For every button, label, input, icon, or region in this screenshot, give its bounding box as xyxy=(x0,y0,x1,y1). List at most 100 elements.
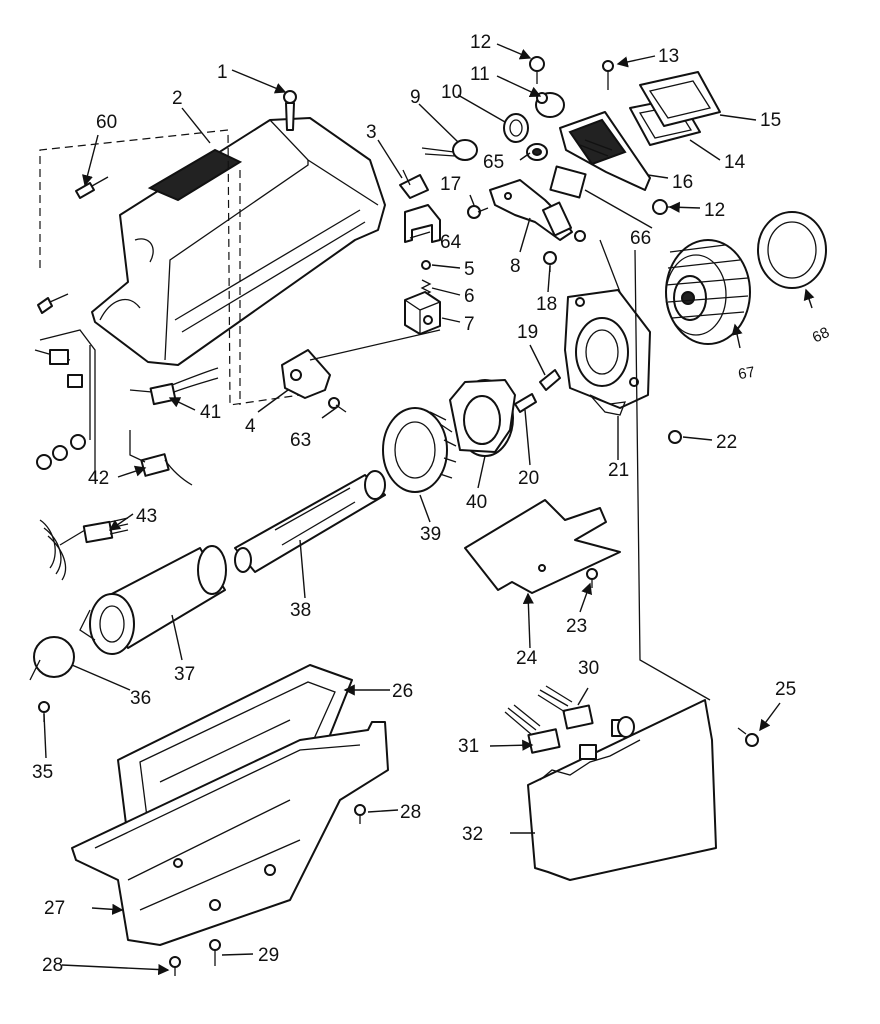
callout-1: 1 xyxy=(217,62,228,83)
callout-24: 24 xyxy=(516,648,538,669)
block-part-7 xyxy=(404,291,441,335)
housing-hidden-outline xyxy=(39,129,301,406)
callout-10: 10 xyxy=(441,82,462,103)
callout-12-top: 12 xyxy=(470,32,491,53)
callout-6: 6 xyxy=(464,286,475,307)
callout-12-right: 12 xyxy=(704,200,725,221)
callout-13: 13 xyxy=(658,46,679,67)
housing-part xyxy=(91,117,386,366)
callout-27: 27 xyxy=(44,898,65,919)
cap-part-36 xyxy=(29,636,75,681)
screw-part-28-right xyxy=(354,804,366,824)
callout-63: 63 xyxy=(290,430,311,451)
callout-17: 17 xyxy=(440,174,461,195)
callout-41: 41 xyxy=(200,402,221,423)
left-wiring-panel xyxy=(34,329,96,480)
ring-part-10 xyxy=(503,113,529,143)
screw-part-17 xyxy=(467,205,489,219)
callout-42: 42 xyxy=(88,468,109,489)
knob-part-11 xyxy=(535,92,565,118)
callout-38: 38 xyxy=(290,600,311,621)
screw-part-1 xyxy=(283,90,297,131)
callout-35: 35 xyxy=(32,762,53,783)
screw-part-60 xyxy=(75,176,109,199)
callout-28-bottom: 28 xyxy=(42,955,63,976)
callout-60: 60 xyxy=(96,112,117,133)
screw-left-edge xyxy=(37,293,69,314)
screw-part-20 xyxy=(514,393,537,413)
pin-part-3 xyxy=(399,169,429,199)
ring-part-68 xyxy=(757,211,827,289)
bracket-plate-part-24 xyxy=(464,499,621,594)
callout-32: 32 xyxy=(462,824,483,845)
lens-part-15 xyxy=(639,71,721,127)
connector-part-42 xyxy=(129,430,193,486)
leader-lines xyxy=(43,43,815,976)
connector-part-31 xyxy=(504,704,561,754)
callout-37: 37 xyxy=(174,664,195,685)
assembly-line-switch xyxy=(309,329,441,361)
callout-28-right: 28 xyxy=(400,802,421,823)
fan-part-67 xyxy=(665,239,751,345)
callout-2: 2 xyxy=(172,88,183,109)
screw-part-25 xyxy=(737,727,759,747)
pin-part-13 xyxy=(602,60,614,90)
circuit-board-part-32 xyxy=(527,699,717,881)
callout-19: 19 xyxy=(517,322,538,343)
callout-8: 8 xyxy=(510,256,521,277)
bracket-part-4 xyxy=(281,349,331,399)
callout-23: 23 xyxy=(566,616,587,637)
switch-part-9 xyxy=(421,139,478,161)
callout-25: 25 xyxy=(775,679,796,700)
callout-64: 64 xyxy=(440,232,462,253)
callout-67: 67 xyxy=(737,364,756,384)
gear-ring-part-39 xyxy=(382,407,457,493)
callout-labels: 1 2 60 3 9 10 11 12 13 15 14 65 16 17 12… xyxy=(32,32,832,976)
callout-11: 11 xyxy=(470,64,490,85)
callout-43: 43 xyxy=(136,506,157,527)
callout-36: 36 xyxy=(130,688,151,709)
callout-14: 14 xyxy=(724,152,746,173)
callout-16: 16 xyxy=(672,172,693,193)
screw-part-12-top xyxy=(529,56,545,84)
callout-65: 65 xyxy=(483,152,504,173)
callout-31: 31 xyxy=(458,736,479,757)
clip-part-64 xyxy=(404,204,441,243)
screw-part-63 xyxy=(328,397,347,413)
callout-5: 5 xyxy=(464,259,475,280)
callout-30: 30 xyxy=(578,658,599,679)
nut-part-65 xyxy=(526,143,548,161)
motor-part-37 xyxy=(79,545,227,655)
callout-26: 26 xyxy=(392,681,413,702)
callout-39: 39 xyxy=(420,524,441,545)
bearing-housing-part-40 xyxy=(449,379,516,457)
callout-9: 9 xyxy=(410,87,421,108)
callout-29: 29 xyxy=(258,945,279,966)
callout-7: 7 xyxy=(464,314,475,335)
callout-66: 66 xyxy=(630,228,651,249)
callout-18: 18 xyxy=(536,294,557,315)
screw-part-29 xyxy=(209,939,221,966)
callout-3: 3 xyxy=(366,122,377,143)
callout-40: 40 xyxy=(466,492,487,513)
callout-21: 21 xyxy=(608,460,629,481)
bracket-part-8 xyxy=(489,179,586,242)
callout-22: 22 xyxy=(716,432,737,453)
motor-mount-part-21 xyxy=(564,289,651,416)
nut-part-22 xyxy=(668,430,682,444)
callout-20: 20 xyxy=(518,468,539,489)
callout-4: 4 xyxy=(245,416,256,437)
screw-part-23 xyxy=(586,568,598,588)
base-part-27 xyxy=(71,721,389,946)
callout-15: 15 xyxy=(760,110,781,131)
ball-part-5 xyxy=(421,260,431,270)
connector-part-41 xyxy=(129,367,219,406)
callout-68: 68 xyxy=(810,324,832,346)
plate-part-66 xyxy=(549,165,587,199)
assembly-line-board xyxy=(634,249,711,701)
screw-part-35 xyxy=(38,701,50,722)
cover-part-16 xyxy=(559,111,651,191)
screw-part-19 xyxy=(539,369,561,391)
shaft-part-38 xyxy=(234,470,386,573)
